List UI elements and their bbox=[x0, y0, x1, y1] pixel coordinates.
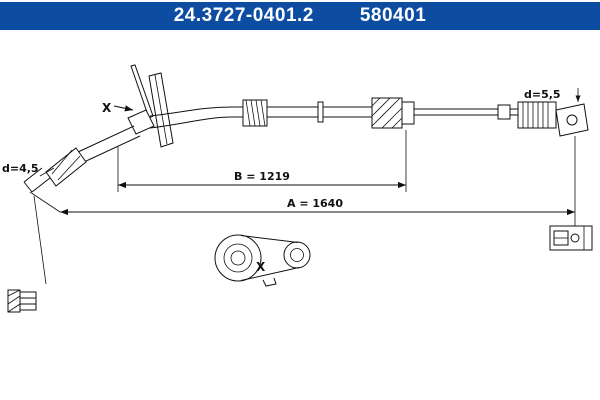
guide-detail bbox=[549, 225, 593, 251]
clip-detail bbox=[7, 289, 37, 313]
dimension-a: A = 1640 bbox=[29, 136, 576, 226]
banner: 24.3727-0401.2 580401 bbox=[0, 2, 600, 30]
detail-x-view: X bbox=[214, 234, 311, 287]
dimension-b-label: B = 1219 bbox=[234, 170, 290, 183]
dimension-a-label: A = 1640 bbox=[287, 197, 343, 210]
left-diameter-label: d=4,5 bbox=[2, 162, 39, 175]
flange-plate bbox=[127, 64, 174, 148]
cable-end-right: d=5,5 bbox=[517, 88, 589, 137]
clip-leader-line bbox=[33, 195, 47, 285]
adjuster bbox=[371, 97, 415, 129]
right-diameter-label: d=5,5 bbox=[524, 88, 561, 101]
part-number-text: 24.3727-0401.2 bbox=[173, 5, 314, 26]
dimension-b: B = 1219 bbox=[117, 130, 407, 192]
x-marker: X bbox=[102, 101, 134, 115]
cable-boot bbox=[242, 99, 268, 127]
cable-body bbox=[149, 97, 518, 129]
stop-ring bbox=[317, 101, 324, 123]
cable-end-left: d=4,5 bbox=[2, 125, 141, 193]
detail-view-label: X bbox=[256, 260, 266, 274]
x-marker-label: X bbox=[102, 101, 112, 115]
cable-drawing: X bbox=[2, 64, 593, 313]
rod-joint bbox=[497, 104, 511, 120]
reference-number-text: 580401 bbox=[359, 5, 427, 26]
